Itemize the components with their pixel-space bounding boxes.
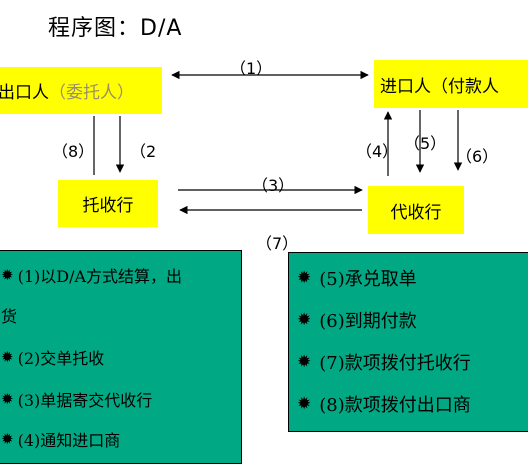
- list-item: ✹ (4)通知进口商: [1, 427, 120, 451]
- collecting-bank-node: 代收行: [368, 186, 464, 234]
- list-item: ✹ (7)款项拨付托收行: [297, 349, 471, 375]
- starburst-bullet-icon: ✹: [1, 266, 14, 284]
- step-label-6: （6）: [456, 147, 499, 166]
- starburst-bullet-icon: ✹: [1, 348, 14, 366]
- list-item: ✹ (1)以D/A方式结算，出: [1, 263, 182, 287]
- step-label-2: （2: [130, 142, 157, 161]
- exporter-role: （委托人）: [49, 83, 134, 103]
- list-item-text: (4)通知进口商: [17, 431, 121, 450]
- remitting-bank-label: 托收行: [82, 196, 134, 216]
- starburst-bullet-icon: ✹: [297, 352, 312, 372]
- list-item: 货: [1, 303, 17, 327]
- step-label-7: （7）: [256, 234, 299, 253]
- step-label-8: （8）: [52, 142, 95, 161]
- list-item-text: (3)单据寄交代收行: [17, 391, 153, 410]
- step-label-3: （3）: [252, 176, 295, 195]
- list-item: ✹ (6)到期付款: [297, 307, 417, 333]
- list-item-text: (5)承兑取单: [319, 269, 417, 290]
- starburst-bullet-icon: ✹: [1, 390, 14, 408]
- step-label-4: （4）: [356, 142, 399, 161]
- list-item-text: (8)款项拨付出口商: [319, 395, 471, 416]
- starburst-bullet-icon: ✹: [297, 268, 312, 288]
- list-item-text: (6)到期付款: [319, 311, 417, 332]
- list-item: ✹ (8)款项拨付出口商: [297, 391, 471, 417]
- starburst-bullet-icon: ✹: [297, 310, 312, 330]
- list-item-text: (2)交单托收: [17, 349, 105, 368]
- step-label-1: （1）: [230, 59, 273, 78]
- exporter-node: 出口人（委托人）: [0, 67, 162, 114]
- exporter-label: 出口人: [0, 83, 49, 103]
- collecting-bank-label: 代收行: [390, 202, 442, 223]
- remitting-bank-node: 托收行: [58, 180, 158, 227]
- list-item: ✹ (5)承兑取单: [297, 265, 417, 291]
- steps-panel-left: ✹ (1)以D/A方式结算，出 货 ✹ (2)交单托收 ✹ (3)单据寄交代收行…: [0, 250, 242, 464]
- page-title: 程序图：D/A: [48, 16, 183, 41]
- list-item-text: (7)款项拨付托收行: [319, 353, 471, 374]
- list-item-text: (1)以D/A方式结算，出: [17, 267, 183, 286]
- list-item: ✹ (2)交单托收: [1, 345, 104, 369]
- list-item-text: 货: [1, 307, 18, 326]
- starburst-bullet-icon: ✹: [1, 430, 14, 448]
- step-label-5: （5）: [404, 134, 447, 153]
- importer-node: 进口人（付款人: [374, 60, 528, 108]
- starburst-bullet-icon: ✹: [297, 394, 312, 414]
- importer-label: 进口人: [380, 76, 431, 97]
- importer-role: （付款人: [431, 76, 499, 97]
- steps-panel-right: ✹ (5)承兑取单 ✹ (6)到期付款 ✹ (7)款项拨付托收行 ✹ (8)款项…: [288, 252, 528, 432]
- list-item: ✹ (3)单据寄交代收行: [1, 387, 152, 411]
